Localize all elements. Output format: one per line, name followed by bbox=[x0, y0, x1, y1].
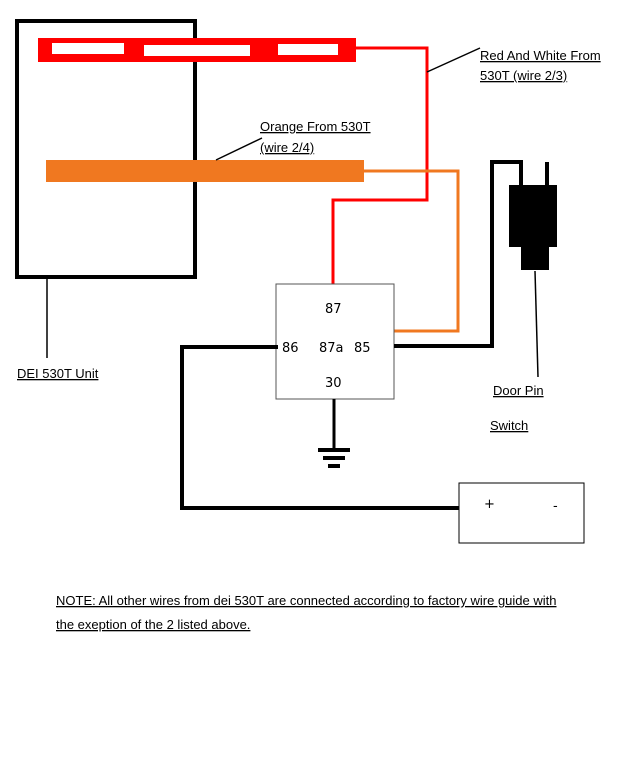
red-white-connector bbox=[38, 38, 356, 62]
orange-connector bbox=[46, 160, 364, 182]
black-wire-86-to-battery bbox=[180, 345, 492, 510]
door-pin-label-line1: Door Pin bbox=[493, 383, 544, 398]
relay-box bbox=[275, 283, 395, 400]
dei-530t-unit-box bbox=[15, 19, 197, 279]
battery-negative: - bbox=[553, 499, 558, 514]
door-pin-leader bbox=[534, 270, 539, 378]
orange-leader bbox=[215, 137, 263, 161]
battery-box bbox=[458, 482, 585, 544]
door-pin-switch-icon bbox=[509, 162, 557, 270]
relay-pin-87: 87 bbox=[325, 302, 342, 317]
relay-pin-85: 85 bbox=[354, 341, 371, 356]
note-line2: the exeption of the 2 listed above. bbox=[56, 617, 250, 632]
red-white-label-line1: Red And White From bbox=[480, 48, 601, 63]
red-white-label-line2: 530T (wire 2/3) bbox=[480, 68, 567, 83]
red-white-leader bbox=[426, 47, 481, 73]
relay-pin-87a: 87a bbox=[319, 341, 344, 356]
dei-unit-label: DEI 530T Unit bbox=[17, 366, 99, 381]
battery-positive: + bbox=[484, 497, 495, 512]
note-line1: NOTE: All other wires from dei 530T are … bbox=[56, 593, 557, 608]
orange-label-line1: Orange From 530T bbox=[260, 119, 371, 134]
relay-pin-30: 30 bbox=[325, 376, 342, 391]
door-pin-label-line2: Switch bbox=[490, 418, 528, 433]
orange-label-line2: (wire 2/4) bbox=[260, 140, 314, 155]
relay-pin-86: 86 bbox=[282, 341, 299, 356]
ground-icon bbox=[318, 448, 350, 468]
red-wire bbox=[331, 46, 429, 296]
